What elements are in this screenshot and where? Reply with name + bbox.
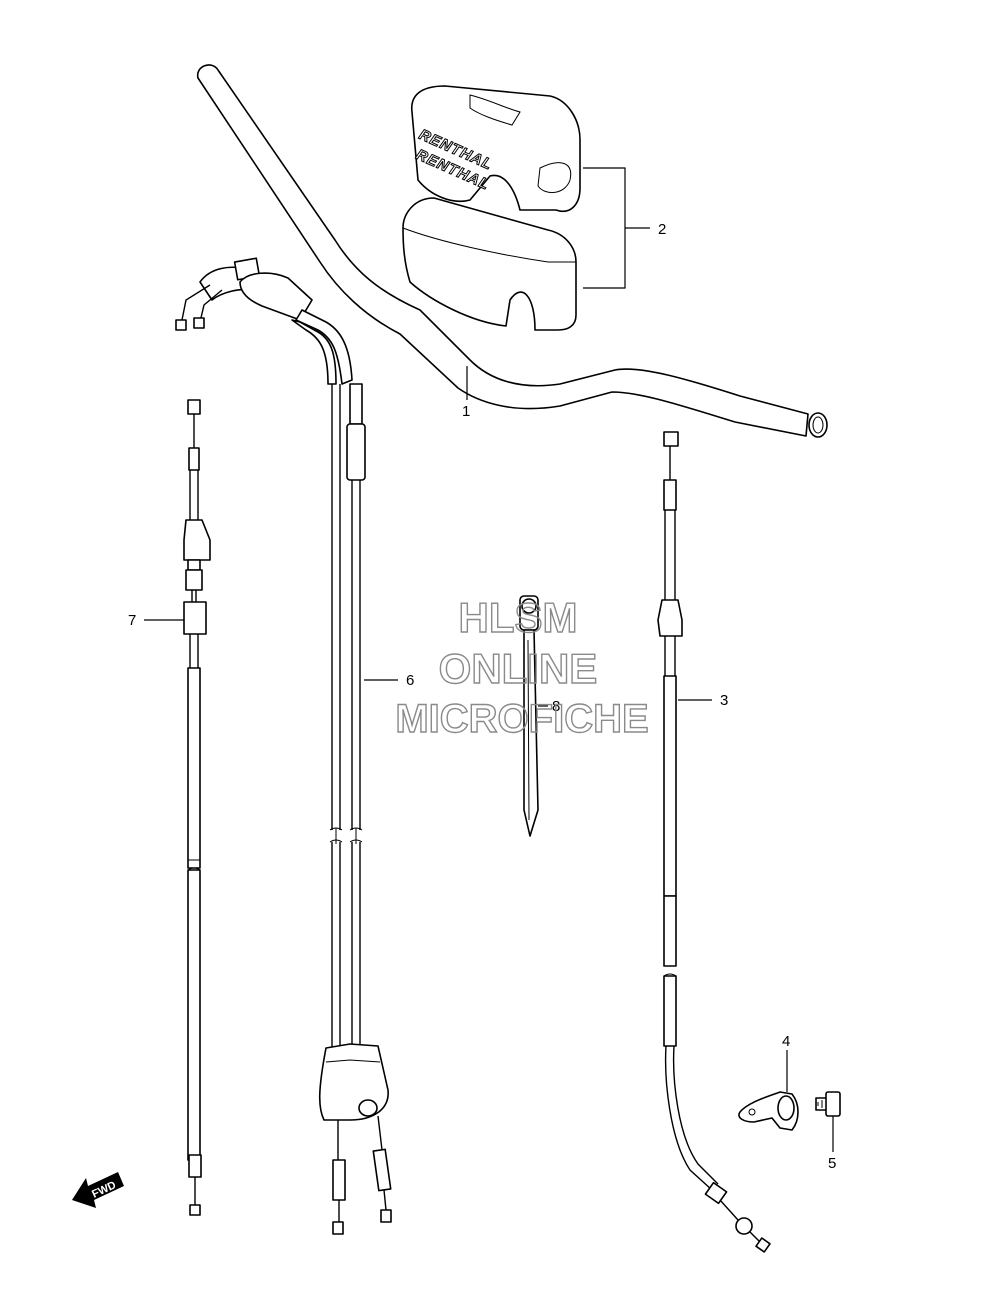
clutch-cable[interactable] bbox=[657, 431, 771, 1253]
watermark: HLSM ONLINE MICROFICHE bbox=[395, 593, 650, 741]
handlebar[interactable] bbox=[196, 64, 828, 438]
watermark-line-2: ONLINE bbox=[439, 645, 598, 692]
callout-7: 7 bbox=[128, 612, 136, 629]
fwd-label: FWD bbox=[90, 1179, 118, 1200]
cable-tie[interactable] bbox=[519, 595, 539, 837]
leader-2 bbox=[583, 167, 650, 289]
watermark-line-3: MICROFICHE bbox=[395, 697, 648, 741]
handlebar-pad-cover[interactable]: RENTHAL RENTHAL bbox=[411, 85, 581, 212]
callout-6: 6 bbox=[406, 672, 414, 689]
bolt[interactable] bbox=[815, 1091, 841, 1117]
callout-4: 4 bbox=[782, 1033, 790, 1050]
callout-8: 8 bbox=[552, 698, 560, 715]
forward-arrow-icon: FWD bbox=[72, 1172, 124, 1208]
callout-5: 5 bbox=[828, 1155, 836, 1172]
callout-1: 1 bbox=[462, 403, 470, 420]
watermark-line-1: HLSM bbox=[459, 594, 578, 641]
handlebar-pad-foam[interactable] bbox=[402, 197, 577, 331]
callout-2: 2 bbox=[658, 221, 666, 238]
cable-holder[interactable] bbox=[738, 1091, 799, 1131]
throttle-cable[interactable] bbox=[175, 257, 392, 1235]
hot-start-cable[interactable] bbox=[183, 399, 211, 1216]
callout-3: 3 bbox=[720, 692, 728, 709]
